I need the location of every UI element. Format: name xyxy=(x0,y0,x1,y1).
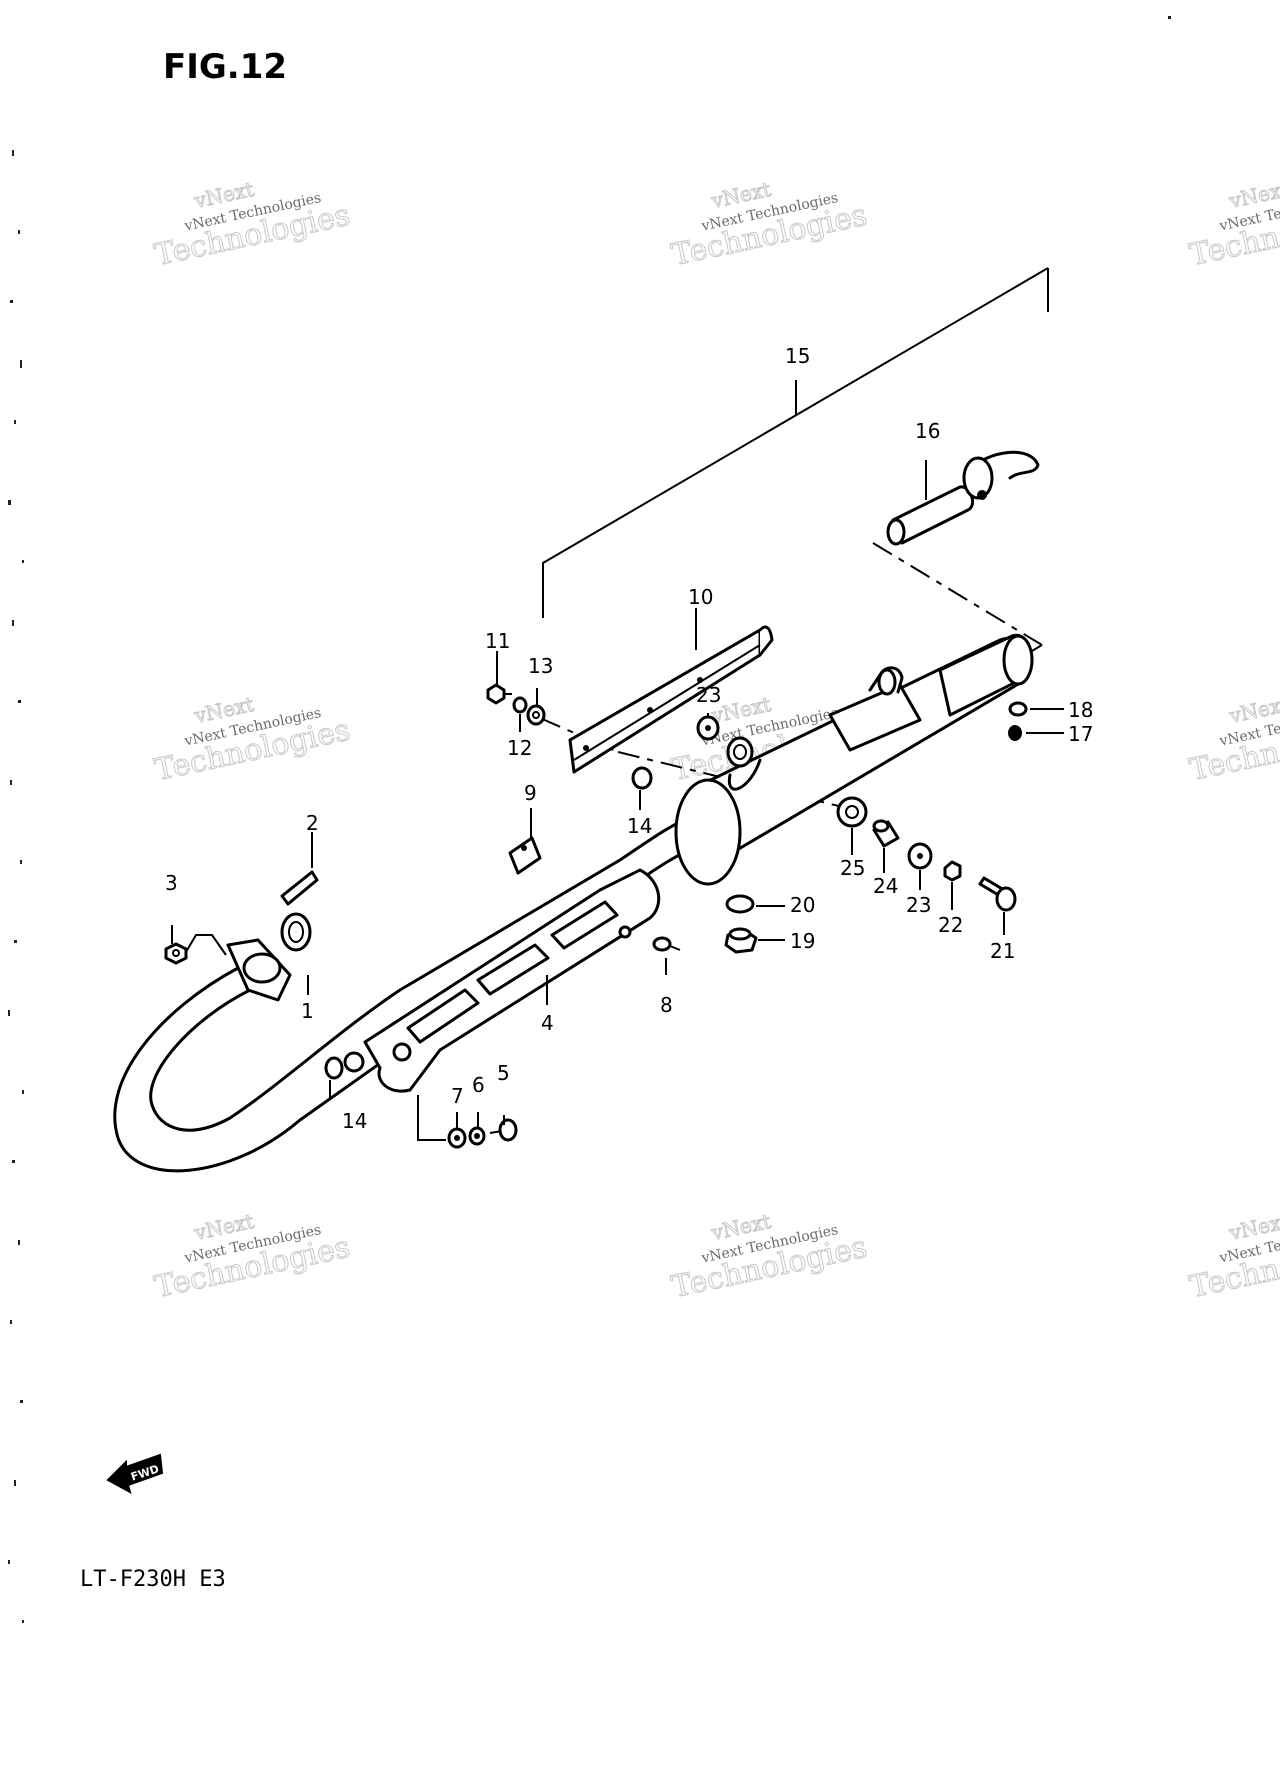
nut-part-3 xyxy=(164,942,188,965)
nut-part-18 xyxy=(1008,701,1028,717)
washer-part-12 xyxy=(512,696,528,714)
heat-shield-part-10 xyxy=(568,625,774,774)
callout-16: 16 xyxy=(915,419,940,443)
watermark-mid-right: vNext vNext Technologies Technologies xyxy=(1186,691,1280,788)
bolt-part-17 xyxy=(1008,725,1022,741)
callout-9: 9 xyxy=(524,781,537,805)
callout-13: 13 xyxy=(528,654,553,678)
callout-2: 2 xyxy=(306,811,319,835)
callout-3: 3 xyxy=(165,871,178,895)
tail-pipe-part-16 xyxy=(886,450,1040,546)
callout-24: 24 xyxy=(873,874,898,898)
watermark-top-right: vNext vNext Technologies Technologies xyxy=(1186,176,1280,273)
washer-part-13 xyxy=(526,704,546,726)
washer-part-23-lower xyxy=(907,842,933,870)
nut-part-22 xyxy=(943,860,962,882)
callout-25: 25 xyxy=(840,856,865,880)
watermark-top-center: vNext vNext Technologies Technologies xyxy=(668,176,870,273)
callout-6: 6 xyxy=(472,1073,485,1097)
callout-14-upper: 14 xyxy=(627,814,652,838)
gasket-part-20 xyxy=(725,894,755,914)
washer-part-6 xyxy=(468,1126,486,1146)
grommet-part-14-lower xyxy=(324,1051,365,1080)
model-code: LT-F230H E3 xyxy=(80,1567,226,1592)
scan-edge-noise xyxy=(8,16,1171,1623)
fwd-arrow-icon: FWD xyxy=(106,1453,164,1495)
stud-part-2 xyxy=(280,870,319,906)
callout-15: 15 xyxy=(785,344,810,368)
callout-1: 1 xyxy=(301,999,314,1023)
callout-7: 7 xyxy=(451,1084,464,1108)
callout-23-lower: 23 xyxy=(906,893,931,917)
callout-23-upper: 23 xyxy=(696,683,721,707)
callout-5: 5 xyxy=(497,1061,510,1085)
callout-14-lower: 14 xyxy=(342,1109,367,1133)
plug-part-19 xyxy=(724,927,758,954)
grommet-part-14-upper xyxy=(631,766,653,790)
callout-4: 4 xyxy=(541,1011,554,1035)
bolt-part-11 xyxy=(486,683,512,705)
exhaust-pipe-part-4 xyxy=(113,813,707,1173)
callout-12: 12 xyxy=(507,736,532,760)
assembly-bracket-15 xyxy=(542,267,1049,618)
callout-20: 20 xyxy=(790,893,815,917)
washer-part-7 xyxy=(447,1127,467,1149)
callout-8: 8 xyxy=(660,993,673,1017)
screw-part-8 xyxy=(652,936,681,952)
watermark-bottom-right: vNext vNext Technologies Technologies xyxy=(1186,1208,1280,1305)
callout-10: 10 xyxy=(688,585,713,609)
muffler-body xyxy=(674,633,1034,886)
figure-title: FIG.12 xyxy=(163,47,287,87)
grommet-part-25 xyxy=(836,796,868,828)
callout-labels: 1 2 3 4 5 6 7 8 9 10 11 12 13 14 14 15 1… xyxy=(165,344,1093,1133)
watermark-bottom-center: vNext vNext Technologies Technologies xyxy=(668,1208,870,1305)
callout-17: 17 xyxy=(1068,722,1093,746)
callout-22: 22 xyxy=(938,913,963,937)
watermark-bottom-left: vNext vNext Technologies Technologies xyxy=(151,1208,353,1305)
callout-19: 19 xyxy=(790,929,815,953)
watermark-mid-left: vNext vNext Technologies Technologies xyxy=(151,691,353,788)
exhaust-flange-part-1 xyxy=(226,912,312,1002)
watermark-top-left: vNext vNext Technologies Technologies xyxy=(151,176,353,273)
collar-part-24 xyxy=(872,819,900,848)
bracket-part-9 xyxy=(508,836,542,875)
callout-18: 18 xyxy=(1068,698,1093,722)
bolt-part-21 xyxy=(978,876,1017,912)
callout-21: 21 xyxy=(990,939,1015,963)
callout-leaders xyxy=(171,460,1064,1141)
callout-11: 11 xyxy=(485,629,510,653)
washer-part-23-upper xyxy=(696,715,720,741)
